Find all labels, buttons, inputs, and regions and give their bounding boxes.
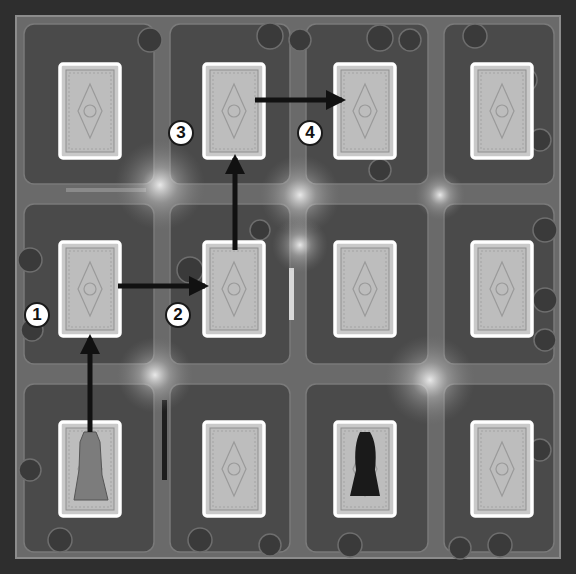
card-grid	[60, 64, 532, 516]
move-arrow	[90, 100, 342, 432]
callout-number: 3	[168, 120, 194, 146]
callout-number: 1	[24, 302, 50, 328]
callout-number: 4	[297, 120, 323, 146]
callout-number: 2	[165, 302, 191, 328]
character-figure	[74, 432, 108, 500]
character-figure	[350, 432, 380, 496]
